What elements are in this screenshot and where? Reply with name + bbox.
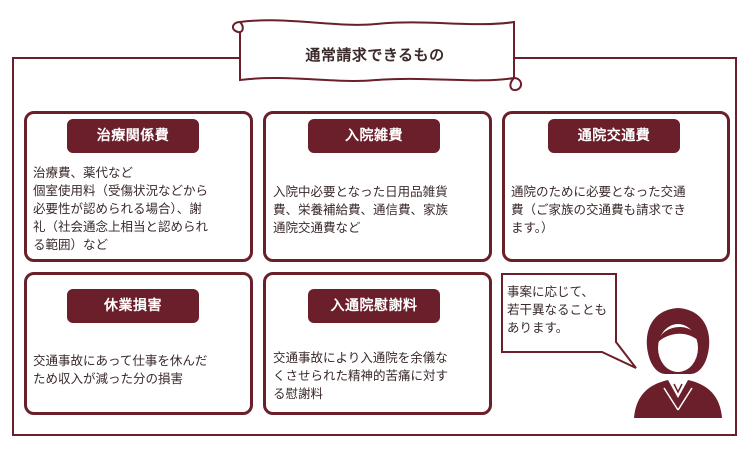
card-lost-wages-title: 休業損害	[67, 289, 199, 323]
card-lost-wages-body: 交通事故にあって仕事を休んだ ため収入が減った分の損害	[33, 353, 208, 386]
banner-title: 通常請求できるもの	[305, 46, 445, 64]
speech-text: 事案に応じて、 若干異なることも あります。	[507, 284, 608, 335]
card-hospital-misc-body: 入院中必要となった日用品雑貨 費、栄養補給費、通信費、家族 通院交通費など	[273, 184, 449, 235]
card-treatment-costs-body: 治療費、薬代など 個室使用料（受傷状況などから 必要性が認められる場合）、謝 礼…	[33, 165, 209, 252]
woman-avatar-icon	[634, 308, 722, 418]
card-transport-body: 通院のために必要となった交通 費（ご家族の交通費も請求でき ます。）	[511, 184, 687, 235]
speech-bubble	[501, 273, 637, 369]
card-treatment-costs-title: 治療関係費	[67, 119, 199, 153]
card-transport-title: 通院交通費	[548, 119, 680, 153]
card-transport	[502, 111, 730, 262]
scroll-banner-icon	[232, 19, 522, 92]
card-hospital-misc-title: 入院雑費	[308, 119, 440, 153]
card-consolation-title: 入通院慰謝料	[308, 289, 440, 323]
card-consolation-body: 交通事故により入通院を余儀な くさせられた精神的苦痛に対す る慰謝料	[273, 350, 449, 401]
